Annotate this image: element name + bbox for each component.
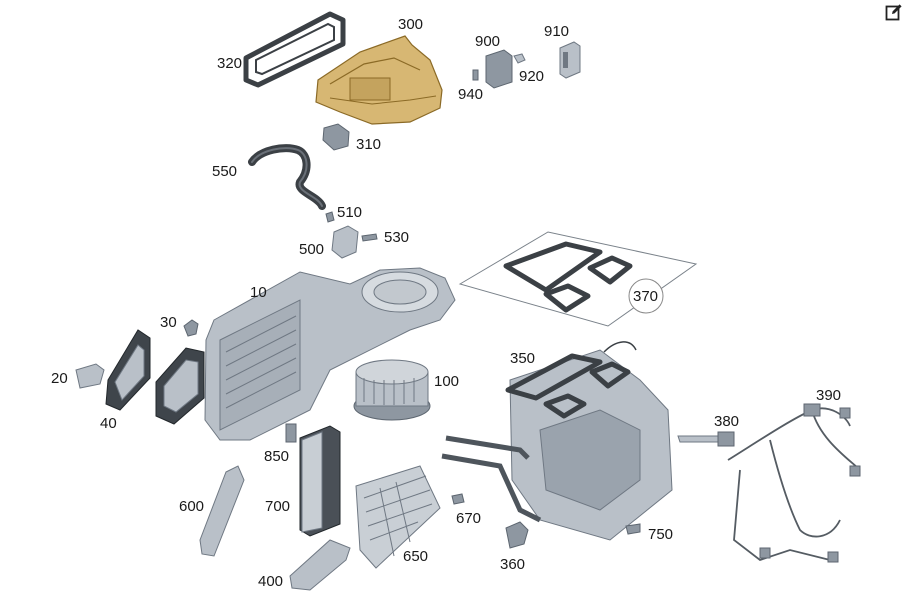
part-530-screw[interactable]	[361, 233, 378, 242]
label-510[interactable]: 510	[337, 204, 362, 221]
label-600[interactable]: 600	[179, 498, 204, 515]
label-390[interactable]: 390	[816, 387, 841, 404]
part-900-module[interactable]	[485, 49, 513, 89]
part-510-small-clip[interactable]	[325, 211, 335, 223]
label-920[interactable]: 920	[519, 68, 544, 85]
label-850[interactable]: 850	[264, 448, 289, 465]
part-500-sensor-box[interactable]	[331, 225, 359, 259]
part-320-seal-frame[interactable]	[243, 11, 346, 88]
part-400-bracket[interactable]	[289, 539, 351, 591]
label-30[interactable]: 30	[160, 314, 177, 331]
part-390-wiring-harness[interactable]	[727, 403, 861, 563]
part-920-clip[interactable]	[513, 53, 526, 64]
part-750-screw[interactable]	[625, 523, 641, 535]
part-700-cabin-filter[interactable]	[299, 425, 341, 537]
label-530[interactable]: 530	[384, 229, 409, 246]
callout-circle-370	[628, 278, 664, 314]
label-910[interactable]: 910	[544, 23, 569, 40]
part-350-hvac-unit[interactable]	[505, 341, 673, 541]
part-550-drain-hose[interactable]	[248, 144, 326, 210]
part-pipes[interactable]	[441, 435, 542, 523]
label-350[interactable]: 350	[510, 350, 535, 367]
label-500[interactable]: 500	[299, 241, 324, 258]
part-600-air-duct[interactable]	[199, 465, 245, 557]
part-20-bracket[interactable]	[75, 363, 105, 389]
label-700[interactable]: 700	[265, 498, 290, 515]
label-900[interactable]: 900	[475, 33, 500, 50]
label-100[interactable]: 100	[434, 373, 459, 390]
label-940[interactable]: 940	[458, 86, 483, 103]
label-300[interactable]: 300	[398, 16, 423, 33]
part-370-gasket-set[interactable]	[458, 231, 698, 327]
label-670[interactable]: 670	[456, 510, 481, 527]
part-300-blower-housing[interactable]	[315, 35, 443, 125]
label-650[interactable]: 650	[403, 548, 428, 565]
label-40[interactable]: 40	[100, 415, 117, 432]
part-670-screw[interactable]	[451, 493, 465, 505]
part-650-grille[interactable]	[355, 465, 441, 569]
part-10-main-housing[interactable]	[204, 267, 456, 441]
part-30-cap[interactable]	[183, 319, 199, 337]
part-380-sensor[interactable]	[677, 431, 735, 447]
edit-button[interactable]	[884, 2, 904, 22]
label-10[interactable]: 10	[250, 284, 267, 301]
part-40-flap-seal[interactable]	[105, 329, 205, 425]
label-400[interactable]: 400	[258, 573, 283, 590]
part-910-connector[interactable]	[559, 41, 581, 79]
part-360-clip[interactable]	[505, 521, 529, 549]
part-940-screw[interactable]	[472, 69, 479, 81]
edit-icon	[885, 4, 902, 21]
label-360[interactable]: 360	[500, 556, 525, 573]
label-380[interactable]: 380	[714, 413, 739, 430]
part-100-blower-motor[interactable]	[353, 359, 431, 421]
label-370[interactable]: 370	[633, 288, 658, 305]
label-20[interactable]: 20	[51, 370, 68, 387]
part-850-fitting[interactable]	[285, 423, 297, 443]
label-750[interactable]: 750	[648, 526, 673, 543]
label-550[interactable]: 550	[212, 163, 237, 180]
part-310-actuator[interactable]	[322, 123, 350, 151]
label-320[interactable]: 320	[217, 55, 242, 72]
label-310[interactable]: 310	[356, 136, 381, 153]
